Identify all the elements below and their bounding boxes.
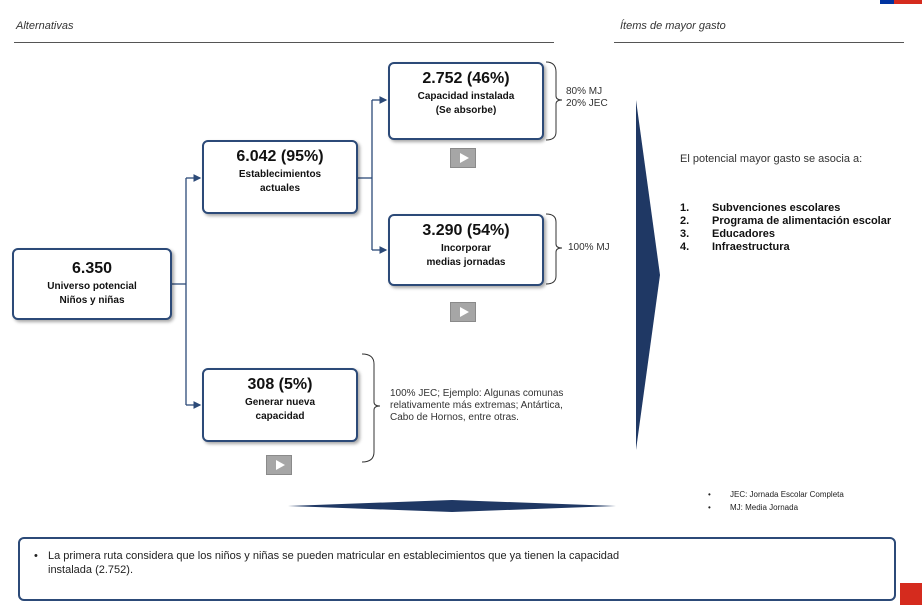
spending-item-number: 1.	[680, 202, 690, 214]
current-schools-box: 6.042 (95%) Establecimientos actuales	[202, 140, 358, 214]
universe-label-1: Universo potencial	[47, 281, 137, 292]
spending-item-number: 3.	[680, 228, 690, 240]
new-capacity-value: 308 (5%)	[247, 376, 313, 393]
new-capacity-box: 308 (5%) Generar nueva capacidad	[202, 368, 358, 442]
legend-text: MJ: Media Jornada	[730, 503, 799, 512]
spending-items-rule	[614, 42, 904, 43]
installed-note-line-2: 20% JEC	[566, 98, 608, 109]
current-schools-value: 6.042 (95%)	[236, 148, 324, 165]
spending-item-text: Educadores	[712, 228, 775, 240]
spending-item-text: Infraestructura	[712, 241, 790, 253]
spending-item-number: 4.	[680, 241, 690, 253]
abbreviations-legend: • JEC: Jornada Escolar Completa • MJ: Medi…	[708, 488, 844, 514]
universe-label-2: Niños y niñas	[59, 295, 125, 306]
conclusion-text: La primera ruta considera que los niños …	[48, 550, 620, 576]
alternatives-rule	[14, 42, 554, 43]
half-days-label-2: medias jornadas	[426, 257, 506, 268]
new-capacity-label-1: Generar nueva	[244, 397, 316, 408]
spending-intro: El potencial mayor gasto se asocia a:	[680, 153, 863, 165]
legend-text: JEC: Jornada Escolar Completa	[730, 490, 844, 499]
flag-corner-bottom	[900, 583, 922, 605]
spending-item: 4. Infraestructura	[680, 241, 916, 254]
spending-item-text: Subvenciones escolares	[712, 202, 841, 214]
universe-box: 6.350 Universo potencial Niños y niñas	[12, 248, 172, 320]
legend-item: • MJ: Media Jornada	[708, 501, 844, 514]
flag-corner-top	[880, 0, 922, 8]
spending-item: 3. Educadores	[680, 228, 916, 241]
spending-item: 2. Programa de alimentación escolar	[680, 215, 916, 228]
current-schools-label-2: actuales	[259, 183, 301, 194]
half-days-value: 3.290 (54%)	[422, 222, 510, 239]
installed-note-line-1: 80% MJ	[566, 86, 603, 97]
new-capacity-note: 100% JEC; Ejemplo: Algunas comunas relat…	[390, 388, 564, 423]
current-schools-label-1: Establecimientos	[238, 169, 322, 180]
spending-item: 1. Subvenciones escolares	[680, 202, 916, 215]
half-days-box: 3.290 (54%) Incorporar medias jornadas	[388, 214, 544, 286]
legend-item: • JEC: Jornada Escolar Completa	[708, 488, 844, 501]
conclusion-item: • La primera ruta considera que los niño…	[34, 549, 880, 577]
new-capacity-label-2: capacidad	[255, 411, 305, 422]
half-days-note: 100% MJ	[568, 242, 610, 253]
right-arrow-wedge	[636, 100, 660, 450]
installed-capacity-label-1: Capacidad instalada	[417, 91, 515, 102]
installed-capacity-value: 2.752 (46%)	[422, 70, 510, 87]
bullet-icon: •	[708, 503, 711, 512]
spending-items-header: Ítems de mayor gasto	[620, 20, 726, 32]
bullet-icon: •	[34, 550, 38, 562]
play-button-half-days[interactable]	[450, 302, 476, 322]
down-arrow-wedge	[288, 500, 616, 512]
bullet-icon: •	[708, 490, 711, 499]
alternatives-header: Alternativas	[16, 20, 74, 32]
installed-note: 80% MJ 20% JEC	[566, 86, 608, 110]
conclusion-box: • La primera ruta considera que los niño…	[18, 537, 896, 601]
spending-list: 1. Subvenciones escolares 2. Programa de…	[680, 202, 916, 254]
spending-item-number: 2.	[680, 215, 690, 227]
spending-item-text: Programa de alimentación escolar	[712, 215, 892, 227]
installed-capacity-box: 2.752 (46%) Capacidad instalada (Se abso…	[388, 62, 544, 140]
play-button-new-capacity[interactable]	[266, 455, 292, 475]
half-days-label-1: Incorporar	[440, 243, 491, 254]
universe-value: 6.350	[71, 260, 113, 277]
installed-capacity-label-2: (Se absorbe)	[435, 105, 497, 116]
play-button-installed[interactable]	[450, 148, 476, 168]
